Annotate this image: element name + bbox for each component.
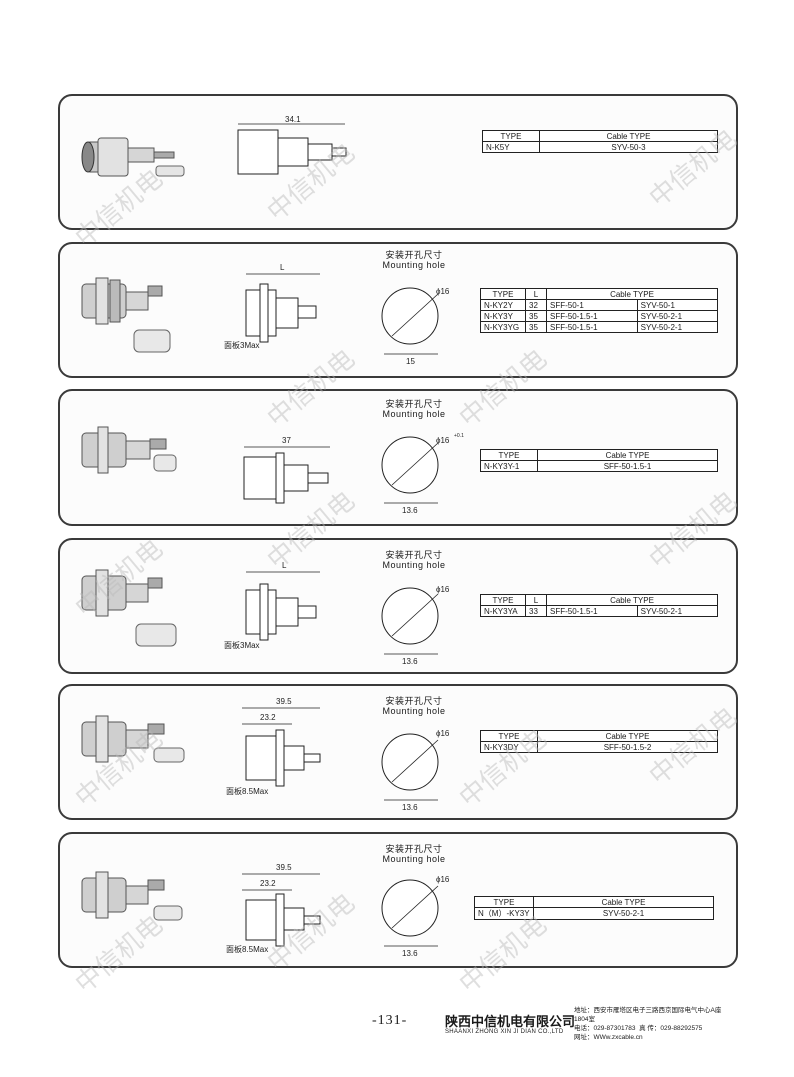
company-name-en: SHAANXI ZHONG XIN JI DIAN CO.,LTD [445, 1029, 564, 1035]
svg-text:ϕ16: ϕ16 [436, 729, 450, 738]
connector-drawing: 39.5 23.2 面板8.5Max [226, 863, 321, 954]
svg-text:L: L [280, 264, 285, 272]
connector-photo [81, 137, 185, 177]
contact-info: 地址：西安市雁塔区电子三路西京国际电气中心A座1804室 电话：029-8730… [574, 1006, 734, 1042]
mounting-hole-drawing: ϕ16 15 [381, 287, 450, 366]
connector-photo [81, 277, 171, 353]
svg-text:37: 37 [282, 436, 291, 445]
connector-photo [81, 426, 177, 474]
connector-photo [81, 569, 177, 647]
connector-drawing: L 面板3Max [224, 264, 320, 350]
connector-drawing: L 面板3Max [224, 561, 320, 650]
svg-text:15: 15 [406, 357, 415, 366]
connector-photo [81, 871, 183, 921]
company-name: 陕西中信机电有限公司 [445, 1014, 576, 1029]
svg-text:ϕ16: ϕ16 [436, 436, 450, 445]
page-footer: -131- 陕西中信机电有限公司 SHAANXI ZHONG XIN JI DI… [0, 1003, 794, 1053]
address: 地址：西安市雁塔区电子三路西京国际电气中心A座1804室 [574, 1007, 722, 1023]
svg-text:面板8.5Max: 面板8.5Max [226, 786, 268, 796]
svg-text:13.6: 13.6 [402, 657, 418, 666]
svg-text:39.5: 39.5 [276, 863, 292, 872]
svg-text:23.2: 23.2 [260, 879, 276, 888]
mounting-hole-drawing: ϕ16 13.6 [381, 875, 450, 958]
svg-text:23.2: 23.2 [260, 713, 276, 722]
svg-text:13.6: 13.6 [402, 949, 418, 958]
mounting-hole-drawing: ϕ16 13.6 [381, 729, 450, 812]
svg-text:ϕ16: ϕ16 [436, 585, 450, 594]
fax: 真 传：029-88292575 [639, 1025, 703, 1032]
svg-text:面板3Max: 面板3Max [224, 640, 260, 650]
svg-text:13.6: 13.6 [402, 803, 418, 812]
connector-photo [81, 715, 185, 763]
mounting-hole-drawing: ϕ16 13.6 [381, 585, 450, 666]
connector-drawing: 34.1 [237, 116, 347, 175]
svg-text:13.6: 13.6 [402, 506, 418, 515]
mounting-hole-drawing: ϕ16 +0.1 13.6 [381, 433, 464, 515]
website: 网址：WWw.zxcable.cn [574, 1034, 643, 1041]
svg-text:ϕ16: ϕ16 [436, 875, 450, 884]
svg-text:L: L [282, 561, 287, 570]
phone: 电话：029-87301783 [574, 1025, 636, 1032]
svg-text:面板3Max: 面板3Max [224, 340, 260, 350]
svg-text:+0.1: +0.1 [454, 433, 464, 439]
connector-drawing: 39.5 23.2 面板8.5Max [226, 697, 321, 796]
svg-text:39.5: 39.5 [276, 697, 292, 706]
connector-drawing: 37 [243, 436, 330, 504]
svg-text:面板8.5Max: 面板8.5Max [226, 944, 268, 954]
page-number: -131- [372, 1013, 408, 1028]
svg-text:ϕ16: ϕ16 [436, 287, 450, 296]
svg-text:34.1: 34.1 [285, 116, 301, 124]
